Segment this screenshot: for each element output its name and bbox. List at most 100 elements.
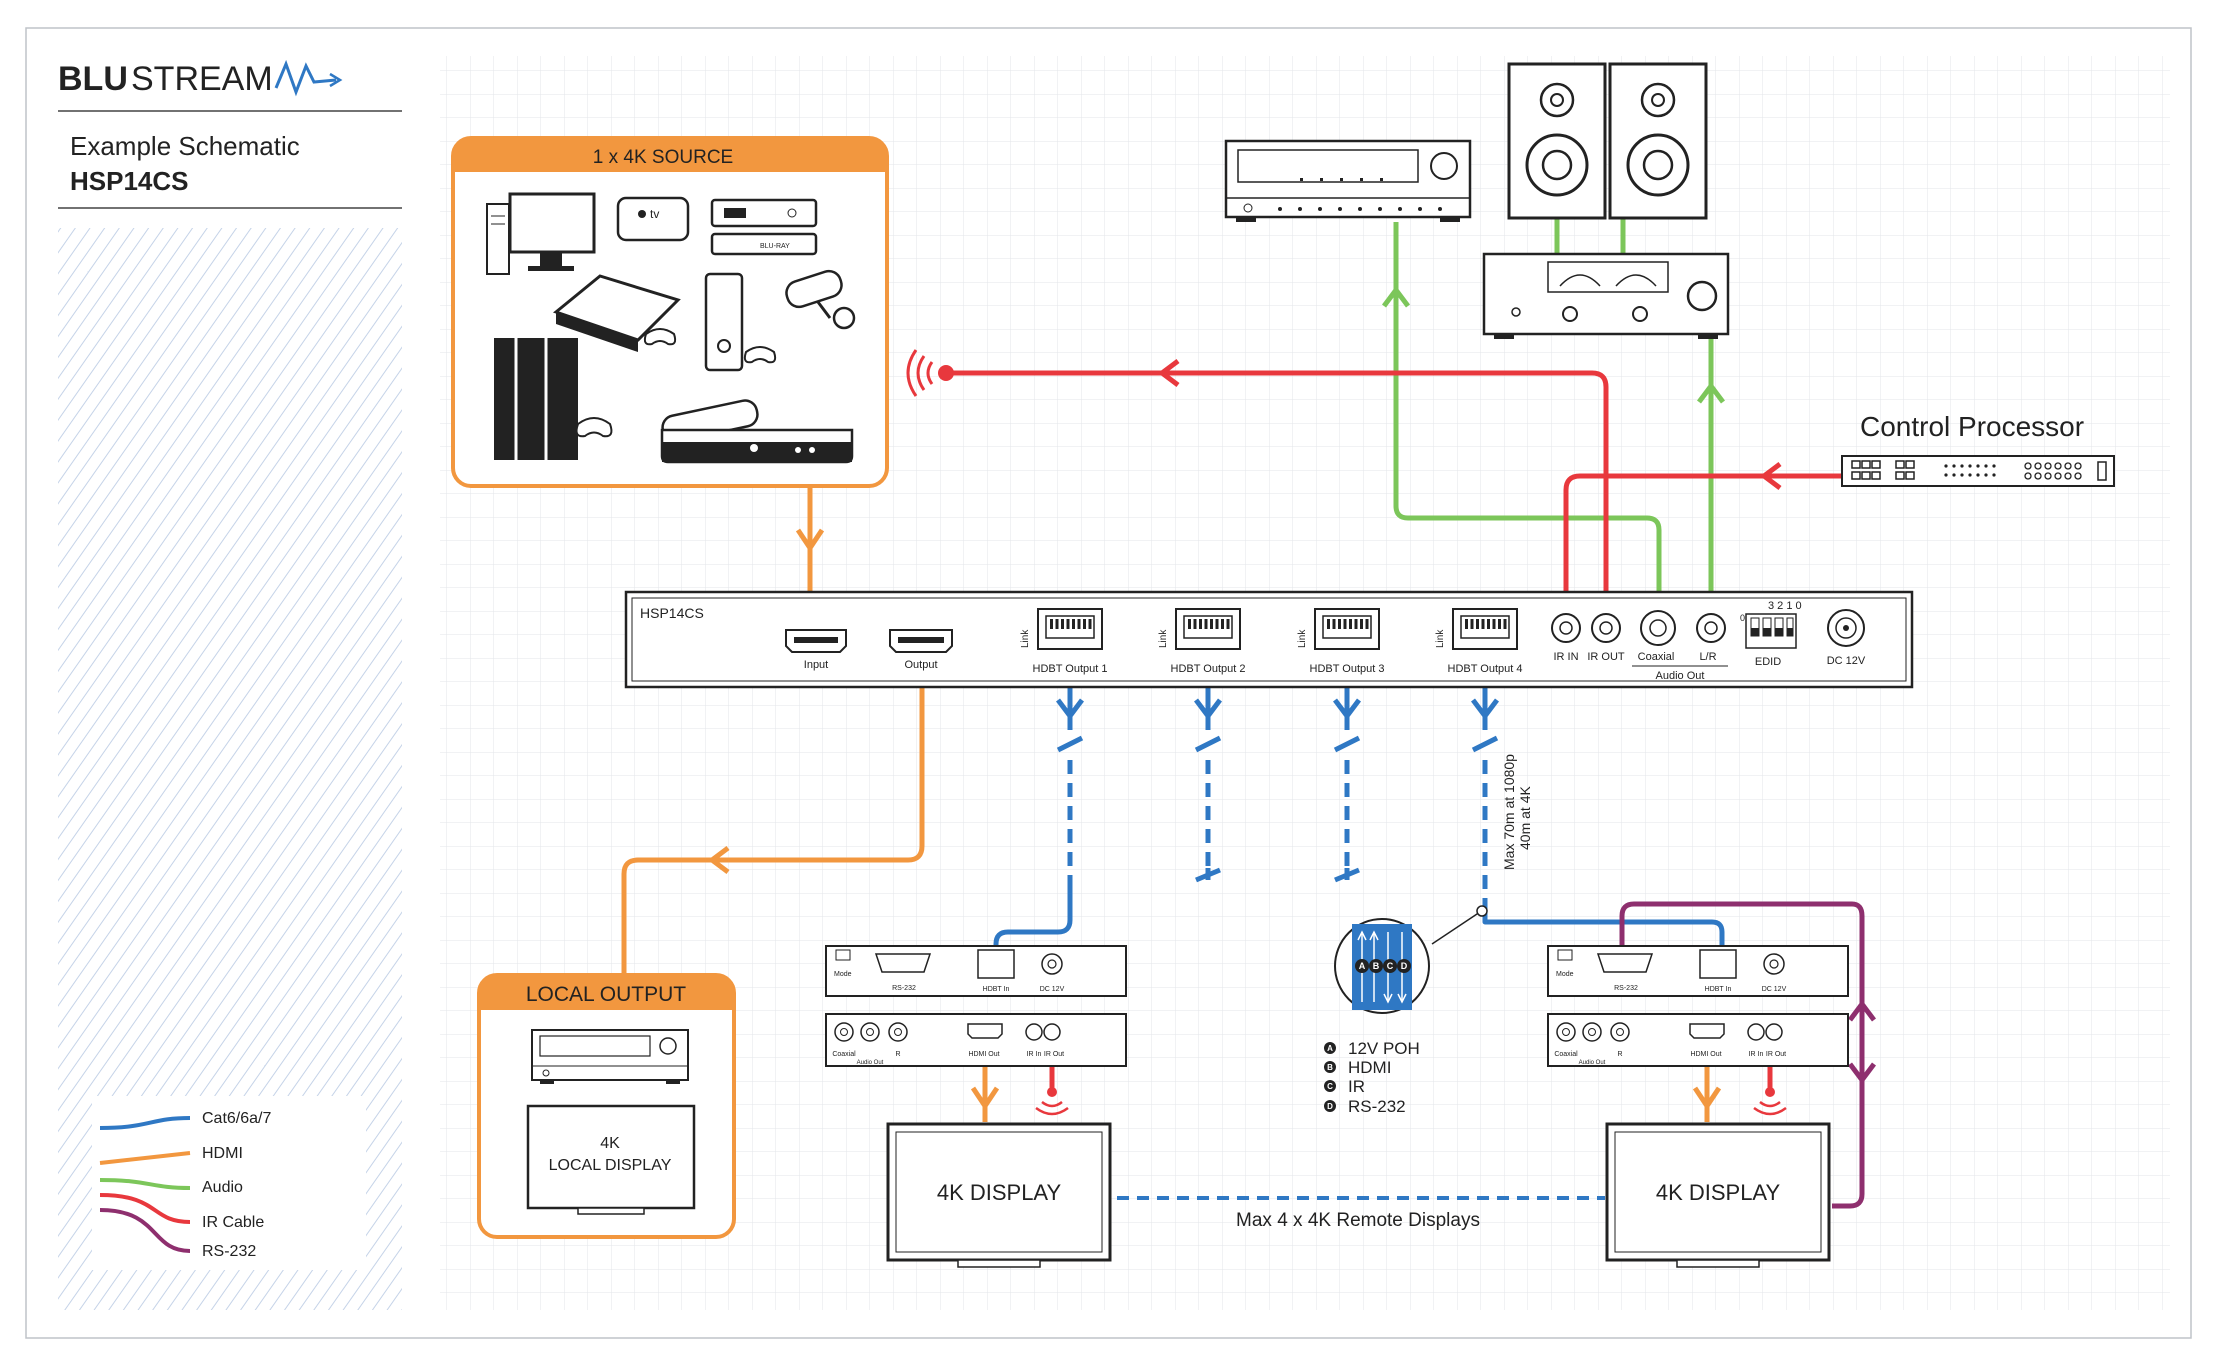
receiver-ir-out-label: IR Out	[1044, 1051, 1064, 1058]
source-box-title: 1 x 4K SOURCE	[593, 147, 733, 168]
remote-display-left-label: 4K DISPLAY	[937, 1180, 1062, 1205]
hdbt-link-label: Link	[1297, 629, 1308, 648]
speaker-left-icon	[1507, 62, 1607, 220]
av-receiver-icon	[1224, 139, 1472, 222]
hdbt-output-label-1: HDBT Output 1	[1033, 663, 1108, 675]
ps4-icon	[494, 338, 613, 460]
ir-cable-out	[950, 370, 1609, 617]
edid-label: EDID	[1755, 656, 1781, 668]
cable-note-line2: 40m at 4K	[1517, 786, 1533, 850]
receiver-dc-label: DC 12V	[1762, 986, 1787, 993]
receiver-hdmi-out-label: HDMI Out	[968, 1051, 999, 1058]
receiver-r-label: R	[895, 1051, 900, 1058]
schematic-model: HSP14CS	[70, 166, 189, 196]
legend-label-cat: Cat6/6a/7	[202, 1110, 271, 1127]
pc-icon	[486, 192, 596, 275]
pin-item-c: IR	[1348, 1077, 1365, 1096]
receiver-audio-out-label: Audio Out	[1579, 1060, 1606, 1066]
hdbt-output-label-2: HDBT Output 2	[1171, 663, 1246, 675]
cat-cable-receiver-right	[1482, 912, 1725, 968]
output-port-label: Output	[904, 659, 937, 671]
receiver-ir-in-label: IR In	[1027, 1051, 1042, 1058]
local-av-receiver-icon	[531, 1029, 689, 1084]
pin-item-d: RS-232	[1348, 1097, 1406, 1116]
receiver-mode-label: Mode	[1556, 971, 1574, 978]
console-icon	[552, 274, 681, 352]
remote-display-right: 4K DISPLAY	[1605, 1122, 1831, 1268]
receiver-rs232-label: RS-232	[892, 985, 916, 992]
audio-cable-speakers	[1554, 218, 1626, 255]
remote-display-right-label: 4K DISPLAY	[1656, 1180, 1781, 1205]
bluray-label: BLU-RAY	[760, 243, 790, 250]
input-port-label: Input	[804, 659, 828, 671]
ir-emitter-right	[1753, 1087, 1787, 1116]
hdmi-output-port: Output	[889, 629, 953, 671]
ir-out-jack: IR OUT	[1587, 613, 1625, 663]
speaker-right-icon	[1608, 62, 1708, 220]
local-output-title: LOCAL OUTPUT	[526, 983, 686, 1006]
control-processor-label: Control Processor	[1860, 411, 2084, 442]
hdbt-pin-legend: A 12V POH B HDMI C IR D RS-232	[1324, 1039, 1420, 1116]
remote-displays-note: Max 4 x 4K Remote Displays	[1236, 1210, 1480, 1231]
receiver-coaxial-label: Coaxial	[832, 1051, 856, 1058]
edid-bits: 3 2 1 0	[1768, 600, 1802, 612]
control-processor-icon	[1841, 455, 2115, 487]
badge-letter-b: B	[1373, 961, 1380, 971]
legend-label-rs232: RS-232	[202, 1243, 256, 1260]
receiver-ir-out-label: IR Out	[1766, 1051, 1786, 1058]
edid-dip-switch: 3 2 1 0 0 1 EDID	[1740, 600, 1802, 668]
hdmi-arrow-local	[709, 846, 730, 874]
receiver-hdbt-in-label: HDBT In	[983, 986, 1010, 993]
audio-out-label: Audio Out	[1656, 670, 1705, 682]
coaxial-label: Coaxial	[1638, 651, 1675, 663]
hdbt-link-label: Link	[1435, 629, 1446, 648]
receiver-rs232-label: RS-232	[1614, 985, 1638, 992]
receiver-dc-label: DC 12V	[1040, 986, 1065, 993]
cable-length-note: Max 70m at 1080p 40m at 4K	[1501, 754, 1533, 870]
hdmi-input-port: Input	[785, 629, 847, 671]
hdmi-cable-local	[621, 660, 925, 975]
pin-letter-b: B	[1327, 1063, 1333, 1072]
amplifier-icon	[1482, 252, 1730, 339]
pin-item-b: HDMI	[1348, 1058, 1391, 1077]
audio-cable-coaxial	[1393, 222, 1662, 617]
hdbt-output-label-3: HDBT Output 3	[1310, 663, 1385, 675]
rs232-cable	[1619, 901, 1865, 1209]
legend-swatch-rs232	[99, 1208, 191, 1253]
security-camera-icon	[785, 269, 856, 330]
coaxial-jack: Coaxial	[1638, 610, 1676, 663]
receiver-ir-in-label: IR In	[1749, 1051, 1764, 1058]
dc-power-jack: DC 12V	[1827, 609, 1866, 667]
hdbt-pin-badge: A B C D	[1334, 918, 1430, 1014]
cat-cable-dashed	[1067, 760, 1488, 912]
hdbt-output-label-4: HDBT Output 4	[1448, 663, 1523, 675]
brand-name-blue: BLU	[58, 60, 128, 98]
ir-in-label: IR IN	[1553, 651, 1578, 663]
source-box: 1 x 4K SOURCE tv BLU-RAY	[451, 136, 889, 488]
local-output-box: LOCAL OUTPUT 4K LOCAL DISPLAY	[477, 973, 736, 1239]
brand-wave-icon	[274, 59, 337, 97]
badge-letter-d: D	[1401, 961, 1408, 971]
lr-jack: L/R	[1696, 613, 1726, 663]
ir-emitter-source	[906, 349, 954, 397]
ir-emitter-left	[1035, 1087, 1069, 1116]
xbox-icon	[704, 272, 777, 372]
pin-letter-c: C	[1327, 1082, 1333, 1091]
legend-swatch-ir	[99, 1193, 191, 1224]
apple-tv-icon: tv	[616, 196, 690, 242]
legend-label-audio: Audio	[202, 1179, 243, 1196]
pin-item-a: 12V POH	[1348, 1039, 1420, 1058]
brand-arrow-icon	[329, 72, 343, 88]
local-display-icon: 4K LOCAL DISPLAY	[526, 1104, 696, 1215]
receiver-hdmi-out-label: HDMI Out	[1690, 1051, 1721, 1058]
brand-name-rest: STREAM	[131, 60, 273, 98]
set-top-box-icon: BLU-RAY	[710, 198, 818, 256]
ir-cable-in	[1563, 473, 1842, 617]
